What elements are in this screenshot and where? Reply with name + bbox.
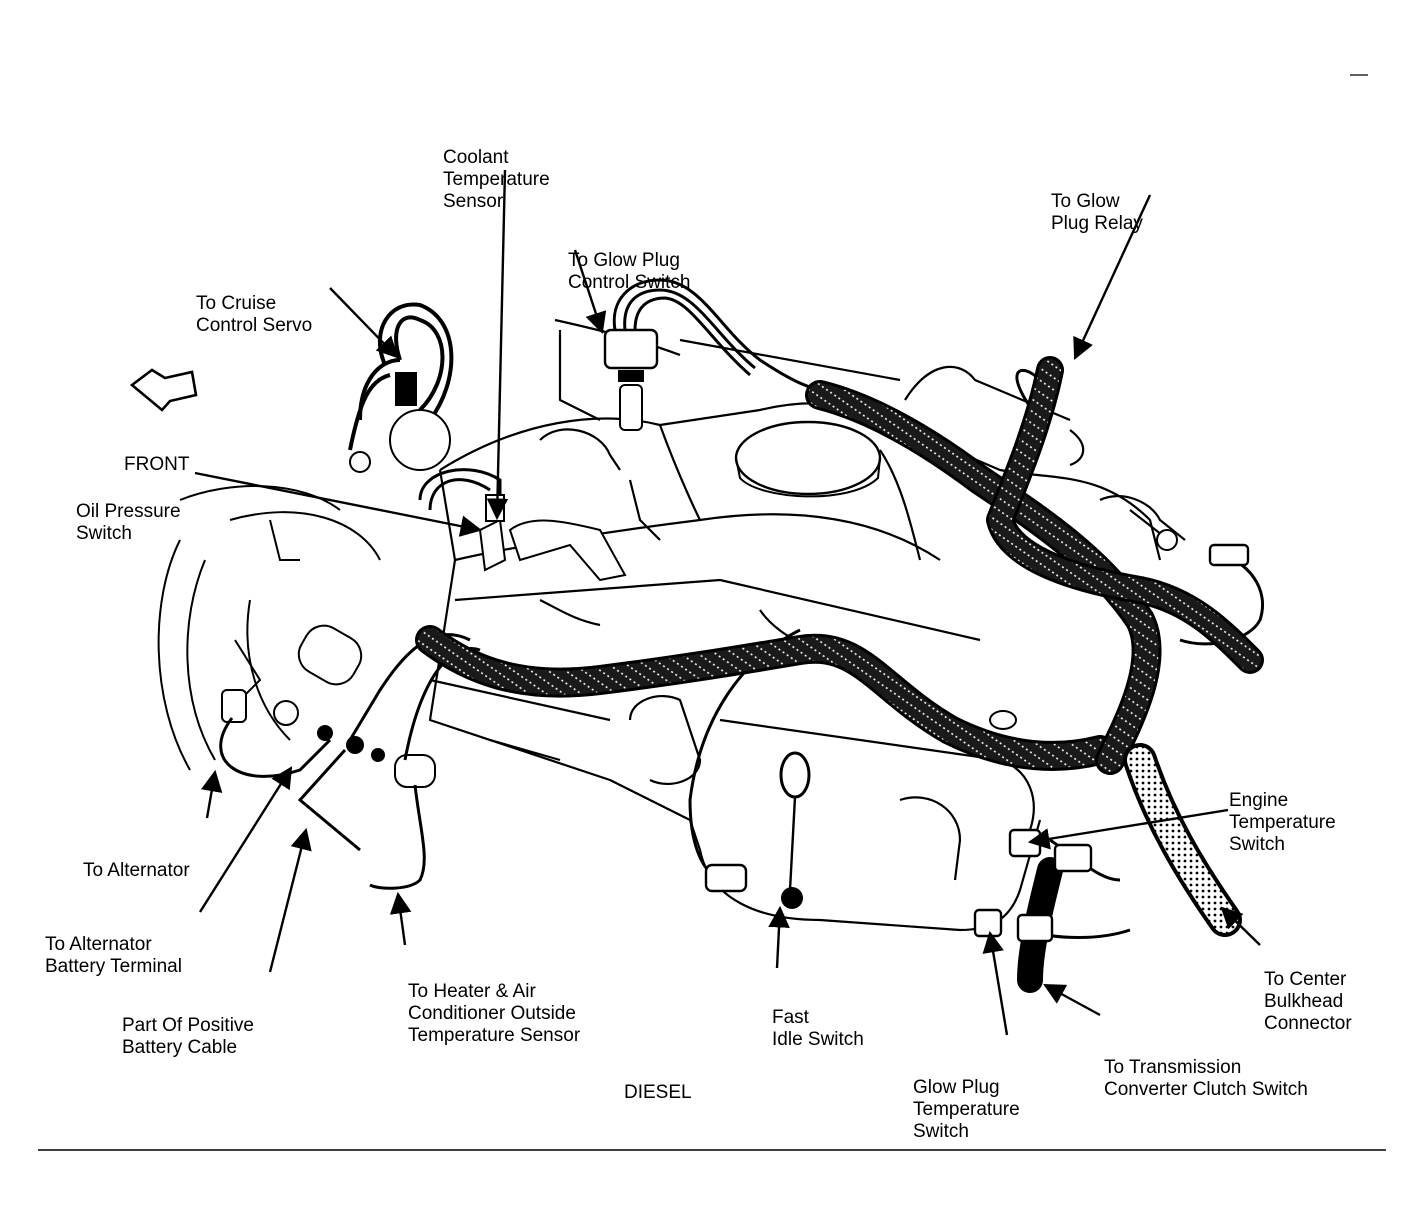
oil-pressure-switch-body: [478, 518, 507, 572]
glow-plug-control-connector: [603, 278, 841, 431]
alternator-plug: [221, 689, 247, 723]
fast-idle-connector: [704, 863, 748, 893]
label-diesel: DIESEL: [624, 1082, 692, 1103]
battery-nut-1: [317, 725, 333, 741]
battery-nut-2: [346, 736, 364, 754]
cruise-connector: [395, 372, 417, 406]
engine-temp-switch-body: [1008, 828, 1042, 858]
cruise-servo-wires: [348, 302, 454, 451]
label-front: FRONT: [124, 454, 190, 475]
oil-filler-cap: [734, 420, 882, 496]
battery-nut-3: [371, 748, 385, 762]
front-arrow-icon: [129, 368, 198, 412]
glow-plug-temp-switch-body: [973, 908, 1003, 938]
dipstick-ring: [779, 751, 811, 799]
heater-sensor-plug: [394, 754, 436, 788]
leader-lines: [194, 169, 1261, 1036]
engine-block: [428, 318, 1186, 932]
alternator-area: [157, 485, 381, 771]
relay-connector: [1208, 543, 1250, 567]
label-to-alternator: To Alternator: [83, 860, 190, 881]
main-harness: [415, 356, 1264, 993]
alternator-terminal: [273, 700, 299, 726]
fast-idle-switch-body: [781, 887, 803, 909]
